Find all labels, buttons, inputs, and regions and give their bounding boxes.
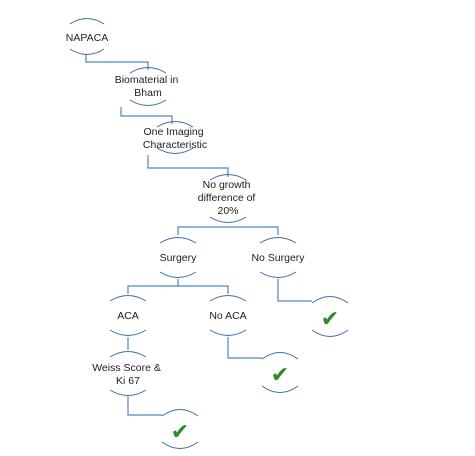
node-label-biomaterial: Biomaterial in Bham [115,74,182,99]
node-label-aca: ACA [117,310,139,322]
connector-weiss-check [127,396,162,416]
node-top-arc [261,352,299,360]
node-label-surgery: Surgery [160,252,198,264]
node-biomaterial: Biomaterial in Bham [115,67,182,106]
node-label-no-surgery: No Surgery [251,252,305,264]
node-top-arc [109,295,147,302]
node-bottom-arc [159,271,197,278]
connector-surgery-aca [127,279,179,294]
node-top-arc [156,121,194,128]
node-bottom-arc [109,389,147,396]
node-label-line: Surgery [160,252,198,264]
connector-no-surgery-check [277,279,312,302]
node-growth: No growth difference of 20% [198,174,259,223]
node-label-line: difference of [198,192,256,204]
node-no-surgery: No Surgery [251,237,305,278]
node-label-weiss: Weiss Score & Ki 67 [92,362,164,387]
node-bottom-arc [209,329,247,336]
node-top-arc [209,295,247,302]
connector-biomaterial-imaging [120,107,173,124]
node-label-line: Weiss Score & [92,362,161,374]
connector-surgery-no-aca [178,285,229,294]
outcome-no-surgery-check: ✔ [311,296,349,337]
node-top-arc [69,18,105,25]
outcome-weiss-check: ✔ [161,409,199,449]
node-top-arc [209,174,247,181]
check-icon: ✔ [271,363,289,388]
node-bottom-arc [109,329,147,336]
node-label-line: One Imaging [143,126,203,138]
node-label-line: ACA [117,310,139,322]
node-label-line: NAPACA [66,32,108,44]
connector-growth-branches [177,226,198,235]
node-label-line: Biomaterial in [115,74,179,86]
node-label-line: Bham [134,87,162,99]
node-label-line: 20% [217,205,238,217]
node-imaging: One Imaging Characteristic [143,121,207,154]
connector-no-aca-check [227,337,262,359]
node-bottom-arc [209,216,247,223]
node-weiss: Weiss Score & Ki 67 [92,351,164,396]
node-bottom-arc [311,329,349,337]
node-label-line: Ki 67 [116,375,140,387]
node-label-napaca: NAPACA [66,32,108,44]
node-top-arc [109,351,147,358]
node-aca: ACA [109,295,147,336]
node-label-line: No ACA [209,310,246,322]
node-bottom-arc [69,48,105,55]
node-label-growth: No growth difference of 20% [198,179,259,217]
outcome-no-aca-check: ✔ [261,352,299,393]
connectors [85,54,312,416]
node-label-no-aca: No ACA [209,310,246,322]
connector-growth-no-surgery [198,226,279,235]
node-top-arc [161,409,199,417]
node-label-line: No growth [203,179,251,191]
node-top-arc [159,237,197,244]
node-top-arc [311,296,349,304]
node-label-line: No Surgery [251,252,305,264]
node-surgery: Surgery [159,237,198,278]
node-bottom-arc [129,99,167,106]
check-icon: ✔ [171,420,189,445]
connector-imaging-growth [147,155,229,177]
node-bottom-arc [259,271,297,278]
node-napaca: NAPACA [66,18,108,55]
connector-napaca-biomaterial [85,54,149,70]
node-top-arc [259,237,297,244]
check-icon: ✔ [321,307,339,332]
node-bottom-arc [156,147,194,154]
node-label-imaging: One Imaging Characteristic [143,126,207,151]
node-label-line: Characteristic [143,139,207,151]
node-bottom-arc [161,441,199,449]
node-bottom-arc [261,385,299,393]
node-no-aca: No ACA [209,295,247,336]
node-top-arc [129,67,167,74]
